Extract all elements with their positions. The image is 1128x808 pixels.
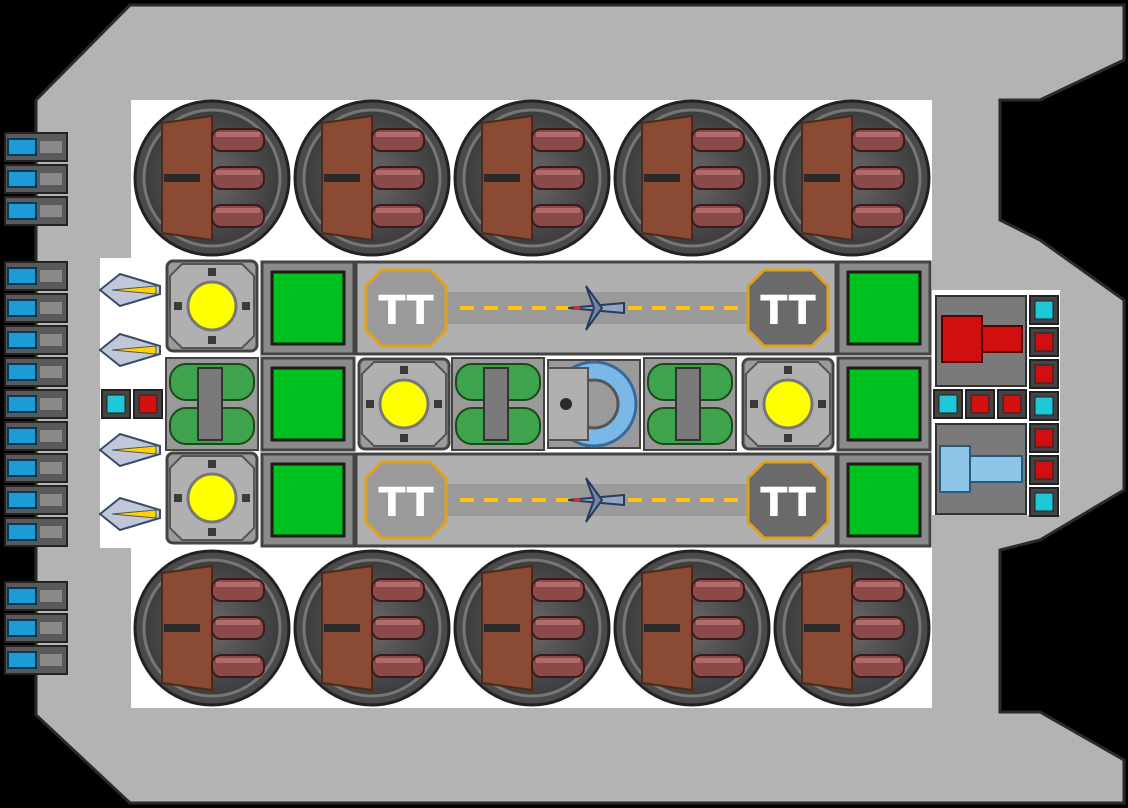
- interceptor-icon[interactable]: [98, 432, 161, 468]
- laser-icon[interactable]: [4, 389, 68, 419]
- shield-icon[interactable]: [836, 452, 932, 548]
- laser-icon[interactable]: [4, 293, 68, 323]
- thruster-icon[interactable]: [133, 99, 291, 257]
- core-section: TT TT TT TT: [98, 259, 1059, 548]
- armor-block[interactable]: [1029, 423, 1059, 453]
- reactor-icon[interactable]: [165, 451, 259, 545]
- fighter-icon[interactable]: [567, 285, 625, 331]
- fighter-icon[interactable]: [567, 477, 625, 523]
- thruster-icon[interactable]: [613, 549, 771, 707]
- armor-block-red[interactable]: [133, 389, 163, 419]
- laser-icon[interactable]: [4, 196, 68, 226]
- fuel-tank-icon[interactable]: [165, 357, 259, 451]
- hangar-label: TT: [760, 480, 816, 526]
- armor-block[interactable]: [1029, 327, 1059, 357]
- thruster-icon[interactable]: [453, 99, 611, 257]
- armor-block[interactable]: [1029, 487, 1059, 517]
- armor-block[interactable]: [1029, 359, 1059, 389]
- laser-icon[interactable]: [4, 164, 68, 194]
- laser-icon[interactable]: [4, 613, 68, 643]
- shield-icon[interactable]: [260, 260, 356, 356]
- armor-block[interactable]: [965, 389, 995, 419]
- cockpit-icon[interactable]: [547, 359, 641, 449]
- laser-icon[interactable]: [4, 132, 68, 162]
- reactor-icon[interactable]: [741, 357, 835, 451]
- laser-icon[interactable]: [4, 453, 68, 483]
- hangar-label: TT: [378, 288, 434, 334]
- armor-block[interactable]: [933, 389, 963, 419]
- thruster-grid: [133, 99, 931, 707]
- shield-icon[interactable]: [260, 356, 356, 452]
- thruster-icon[interactable]: [453, 549, 611, 707]
- thruster-icon[interactable]: [773, 99, 931, 257]
- shield-icon[interactable]: [836, 356, 932, 452]
- thruster-icon[interactable]: [133, 549, 291, 707]
- armor-block[interactable]: [997, 389, 1027, 419]
- hangar-label: TT: [378, 480, 434, 526]
- shield-icon[interactable]: [260, 452, 356, 548]
- interceptor-icon[interactable]: [98, 496, 161, 532]
- hangar-label: TT: [760, 288, 816, 334]
- laser-battery: [4, 132, 68, 675]
- interceptor-icon[interactable]: [98, 332, 161, 368]
- fuel-tank-icon[interactable]: [451, 357, 545, 451]
- thruster-icon[interactable]: [293, 549, 451, 707]
- laser-icon[interactable]: [4, 421, 68, 451]
- interceptor-icon[interactable]: [98, 272, 161, 308]
- laser-icon[interactable]: [4, 581, 68, 611]
- turret-icon[interactable]: [935, 295, 1027, 387]
- reactor-icon[interactable]: [165, 259, 259, 353]
- armor-block[interactable]: [1029, 391, 1059, 421]
- laser-icon[interactable]: [4, 325, 68, 355]
- thruster-icon[interactable]: [613, 99, 771, 257]
- armor-block-cyan[interactable]: [101, 389, 131, 419]
- fuel-tank-icon[interactable]: [643, 357, 737, 451]
- hangar-icon[interactable]: TT TT: [354, 452, 838, 548]
- ion-cannon-icon[interactable]: [935, 423, 1027, 515]
- laser-icon[interactable]: [4, 357, 68, 387]
- laser-icon[interactable]: [4, 517, 68, 547]
- reactor-icon[interactable]: [357, 357, 451, 451]
- laser-icon[interactable]: [4, 485, 68, 515]
- armor-block[interactable]: [1029, 295, 1059, 325]
- thruster-icon[interactable]: [773, 549, 931, 707]
- thruster-icon[interactable]: [293, 99, 451, 257]
- laser-icon[interactable]: [4, 261, 68, 291]
- shield-icon[interactable]: [836, 260, 932, 356]
- armor-block[interactable]: [1029, 455, 1059, 485]
- laser-icon[interactable]: [4, 645, 68, 675]
